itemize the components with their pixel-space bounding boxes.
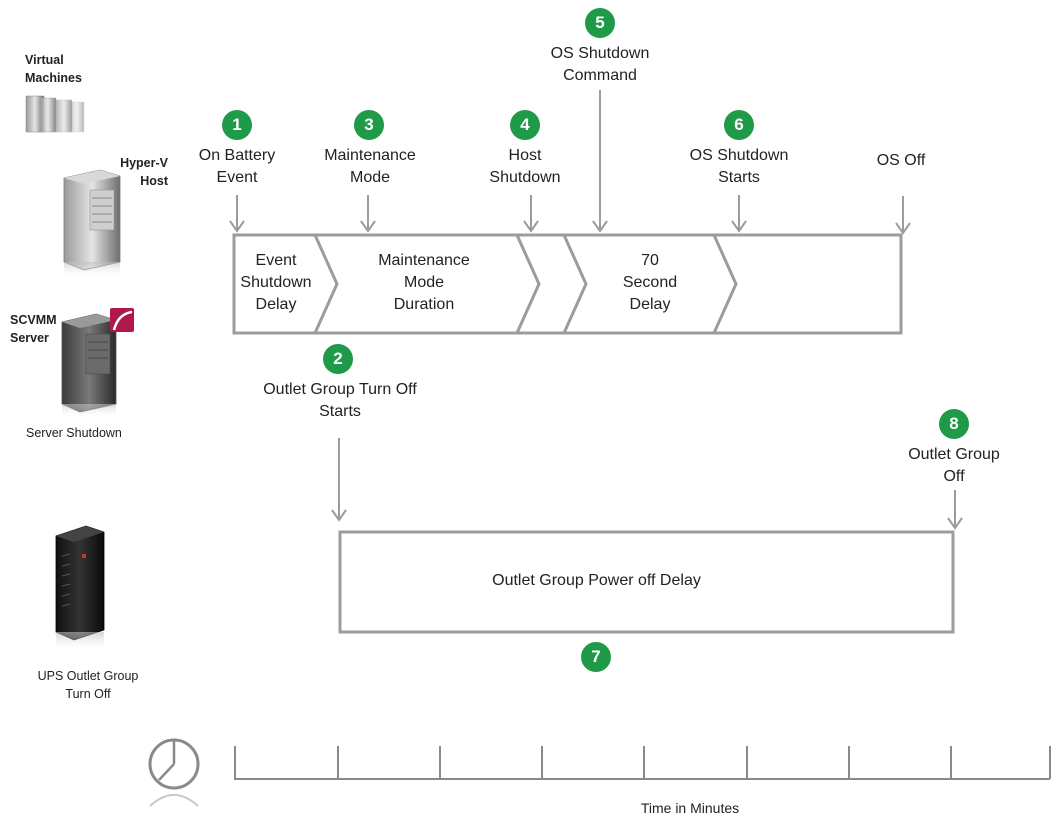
- time-axis: [234, 746, 1051, 780]
- clock-icon: [148, 738, 200, 807]
- seventy-second-delay-label: 70 Second Delay: [622, 252, 678, 313]
- event-badge-4: 4: [510, 110, 540, 140]
- event-badge-1: 1: [222, 110, 252, 140]
- event-arrows: [229, 90, 911, 235]
- event-badge-6: 6: [724, 110, 754, 140]
- event-badge-3: 3: [354, 110, 384, 140]
- scvmm-server-label: SCVMM Server: [10, 313, 57, 345]
- virtual-machines-label: Virtual Machines: [25, 53, 82, 85]
- scvmm-logo-icon: [110, 308, 134, 332]
- scvmm-server-icon: [61, 313, 117, 418]
- ups-cabinet-icon: [55, 525, 105, 652]
- ups-outlet-group-label: UPS Outlet Group Turn Off: [37, 669, 139, 701]
- os-off-label: OS Off: [876, 152, 926, 169]
- time-in-minutes-label: Time in Minutes: [640, 800, 740, 816]
- event-badge-5: 5: [585, 8, 615, 38]
- event-badge-8: 8: [939, 409, 969, 439]
- shutdown-sequence-box: [232, 233, 903, 335]
- hyperv-host-label: Hyper-V Host: [120, 156, 168, 188]
- maintenance-mode-duration-label: Maintenance Mode Duration: [378, 252, 470, 313]
- outlet-arrows: [331, 438, 963, 530]
- hyperv-host-server-icon: [63, 169, 121, 278]
- outlet-group-delay-box: [338, 530, 955, 634]
- virtual-machines-icon: [25, 95, 85, 133]
- event-badge-7: 7: [581, 642, 611, 672]
- server-shutdown-label: Server Shutdown: [26, 426, 122, 440]
- event-badge-2: 2: [323, 344, 353, 374]
- outlet-group-power-off-delay-label: Outlet Group Power off Delay: [492, 572, 701, 589]
- event-shutdown-delay-label: Event Shutdown Delay: [240, 252, 312, 313]
